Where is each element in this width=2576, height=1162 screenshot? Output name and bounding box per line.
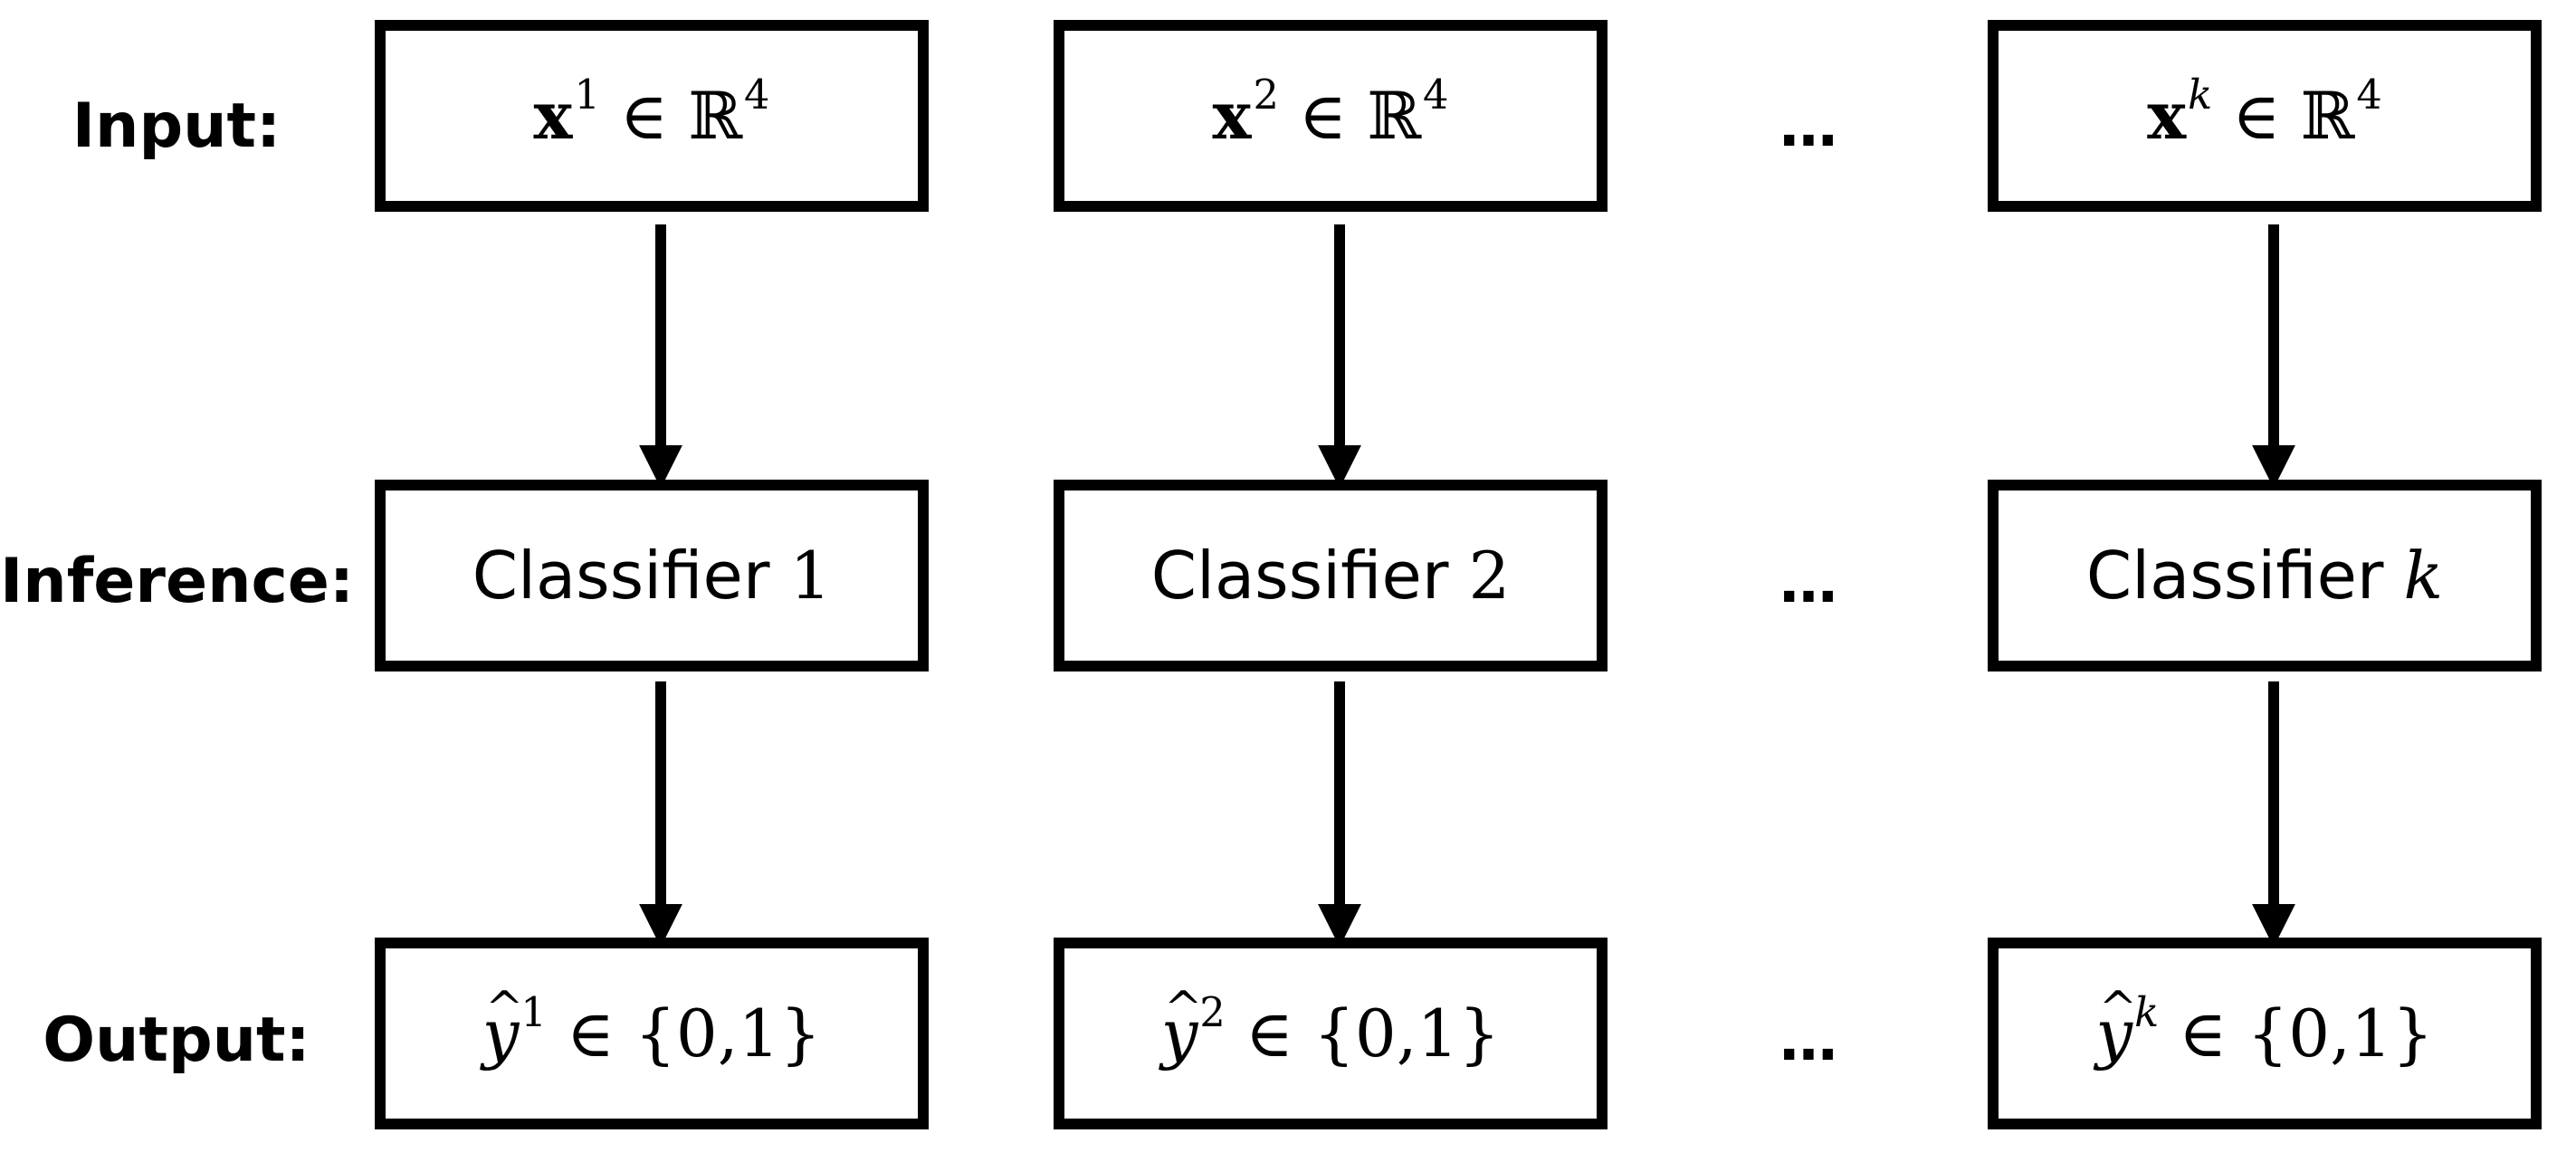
element-of-symbol: ∈: [2232, 78, 2281, 154]
output-expression-1: y1∈{0,1}: [482, 992, 822, 1066]
classifier-index: 1: [789, 537, 832, 614]
dimension: 4: [744, 71, 770, 119]
input-index: 2: [1253, 71, 1279, 119]
element-of-symbol: ∈: [1298, 78, 1348, 154]
input-var: x: [1212, 77, 1252, 154]
real-set-symbol: ℝ: [688, 78, 743, 154]
binary-set: {0,1}: [1313, 995, 1501, 1072]
ellipsis-inference-row: …: [1779, 549, 1837, 616]
input-index: k: [2188, 71, 2213, 119]
input-box-1: x1 ∈ℝ4: [375, 20, 929, 212]
real-set-symbol: ℝ: [2300, 78, 2355, 154]
output-expression-2: y2∈{0,1}: [1161, 992, 1501, 1066]
output-box-2: y2 ∈{0,1}: [1054, 938, 1608, 1129]
input-index: 1: [574, 71, 600, 119]
element-of-symbol: ∈: [1245, 995, 1294, 1072]
input-expression-2: x2∈ℝ4: [1213, 74, 1449, 148]
output-var: y: [482, 1001, 520, 1066]
output-index: 2: [1199, 988, 1226, 1036]
binary-set: {0,1}: [634, 995, 822, 1072]
row-label-inference: Inference:: [0, 546, 355, 617]
output-expression-k: yk∈{0,1}: [2095, 992, 2433, 1066]
row-label-input: Input:: [72, 90, 281, 162]
input-box-k: xk ∈ℝ4: [1988, 20, 2542, 212]
input-var: x: [533, 77, 573, 154]
element-of-symbol: ∈: [619, 78, 669, 154]
dimension: 4: [2356, 71, 2382, 119]
row-label-output: Output:: [43, 1005, 310, 1076]
output-index: k: [2134, 988, 2160, 1036]
input-expression-k: xk∈ℝ4: [2147, 74, 2382, 148]
classifier-index: 2: [1468, 537, 1511, 614]
element-of-symbol: ∈: [2179, 995, 2228, 1072]
binary-set: {0,1}: [2247, 995, 2434, 1072]
classifier-text: Classifier: [2085, 537, 2384, 614]
classifier-index: k: [2403, 537, 2444, 614]
element-of-symbol: ∈: [566, 995, 615, 1072]
classifier-text: Classifier: [472, 537, 770, 614]
classifier-text: Classifier: [1150, 537, 1449, 614]
real-set-symbol: ℝ: [1367, 78, 1422, 154]
input-expression-1: x1∈ℝ4: [534, 74, 770, 148]
output-box-1: y1 ∈{0,1}: [375, 938, 929, 1129]
input-var: x: [2147, 77, 2187, 154]
output-index: 1: [520, 988, 547, 1036]
input-box-2: x2 ∈ℝ4: [1054, 20, 1608, 212]
ellipsis-input-row: …: [1779, 93, 1837, 160]
ellipsis-output-row: …: [1779, 1007, 1837, 1074]
dimension: 4: [1423, 71, 1449, 119]
output-var: y: [2095, 1001, 2132, 1066]
output-box-k: yk ∈{0,1}: [1988, 938, 2542, 1129]
output-var: y: [1161, 1001, 1198, 1066]
